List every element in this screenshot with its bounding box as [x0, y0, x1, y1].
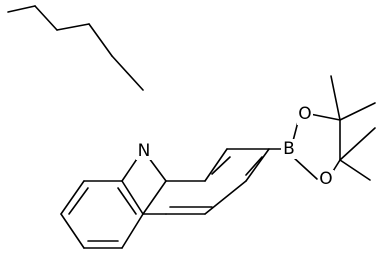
- right-ring-bond-5: [204, 180, 247, 215]
- hexyl-bond-2: [34, 5, 58, 31]
- right-ring-bond-4: [245, 148, 270, 182]
- oxygen-bottom-label: O: [319, 169, 332, 189]
- boron-label: B: [283, 139, 295, 159]
- hexyl-bond-1: [7, 5, 36, 13]
- left-ring-bond-6: [121, 213, 144, 249]
- methyl-bottom-right-bond: [339, 127, 376, 161]
- five-ring-bond-2: [142, 180, 167, 215]
- boron-oxygen-bottom-bond: [292, 156, 318, 180]
- oxygen-top-carbon-bond: [309, 113, 341, 121]
- right-ring-inner-1: [211, 156, 231, 175]
- right-ring-bond-2: [204, 148, 228, 182]
- methyl-top-right-bond: [339, 102, 376, 121]
- atom-labels: N B O O: [136, 104, 334, 190]
- left-ring-bond-3: [60, 180, 85, 215]
- hexyl-bond-4: [88, 23, 113, 57]
- hexyl-chain: [7, 5, 144, 91]
- hexyl-bond-3: [56, 23, 90, 31]
- boronate-ester: [268, 75, 376, 181]
- left-ring-bond-4: [60, 213, 85, 249]
- left-ring-bond-7: [121, 180, 144, 215]
- oxygen-top-label: O: [298, 104, 311, 124]
- methyl-bottom-down-bond: [339, 159, 371, 181]
- nitrogen-label: N: [138, 141, 151, 161]
- left-ring-inner-1: [68, 187, 89, 215]
- right-ring-inner-2: [245, 156, 263, 176]
- methyl-top-up-bond: [330, 75, 341, 121]
- left-ring-inner-3: [117, 187, 137, 215]
- hexyl-bond-5: [111, 55, 144, 91]
- carbazole-core: [60, 148, 270, 249]
